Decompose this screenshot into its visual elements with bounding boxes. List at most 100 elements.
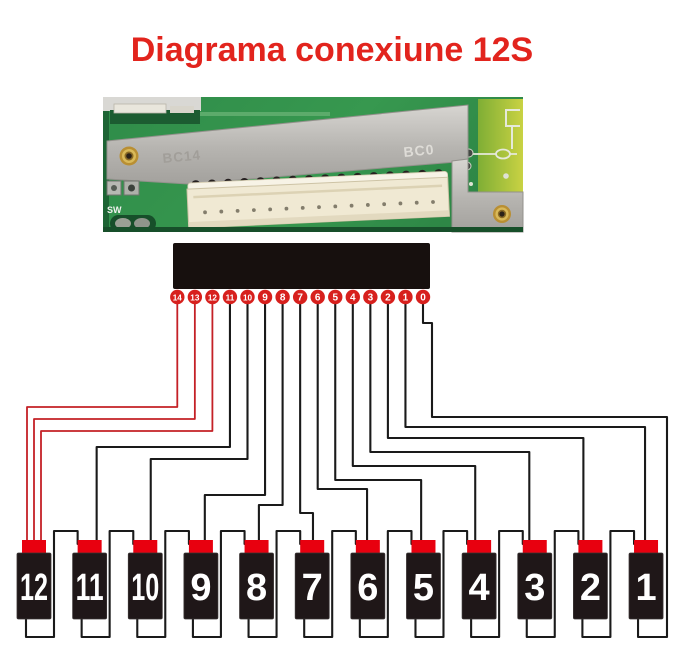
via-dot	[469, 182, 473, 186]
battery-5: 5	[406, 540, 441, 620]
pcb-component-bar	[110, 110, 200, 124]
battery-label: 1	[635, 567, 656, 609]
screw-hole-right	[493, 205, 511, 223]
pin-6: 6	[310, 289, 325, 305]
battery-positive-terminal	[411, 540, 436, 554]
wire	[303, 529, 357, 639]
pin-label: 10	[243, 293, 253, 302]
wire	[80, 529, 135, 639]
battery-label: 7	[302, 567, 323, 609]
shield-label-bc0: BC0	[403, 141, 435, 160]
battery-label: 3	[524, 567, 545, 609]
battery-body	[239, 552, 274, 620]
pin-label: 11	[226, 293, 235, 302]
pin-4: 4	[345, 289, 360, 305]
battery-body	[628, 552, 664, 620]
oval-slot-blob	[115, 218, 131, 229]
pin-label: 5	[332, 292, 338, 303]
pcb-trace-squiggle	[505, 109, 520, 149]
battery-positive-terminal	[188, 540, 213, 554]
battery-body	[183, 552, 219, 620]
switch-label: SW	[107, 205, 122, 215]
pin-label: 13	[190, 293, 200, 302]
pin-12: 12	[205, 289, 220, 305]
battery-positive-terminal	[133, 540, 158, 554]
battery-positive-terminal	[522, 540, 547, 554]
wire	[470, 529, 524, 639]
battery-label: 2	[580, 567, 601, 609]
wire	[421, 298, 669, 639]
battery-label: 12	[20, 567, 48, 609]
connector-pin-dots	[203, 200, 435, 215]
battery-positive-terminal	[467, 540, 492, 554]
pin-label: 0	[420, 292, 426, 303]
battery-body	[127, 552, 163, 620]
pad-hole	[111, 185, 117, 191]
battery-12: 12	[16, 540, 52, 620]
pcb-photo: BC14 BC0	[103, 97, 524, 233]
connector-block	[173, 243, 430, 289]
wire	[386, 298, 585, 546]
pcb-yellow-zone	[478, 99, 523, 192]
wire	[247, 529, 302, 639]
battery-body	[461, 552, 497, 620]
wire	[40, 299, 214, 545]
battery-6: 6	[350, 540, 386, 620]
wire	[404, 298, 647, 546]
battery-positive-terminal	[244, 540, 269, 554]
oval-slot-blob	[134, 218, 150, 229]
metal-shield	[106, 104, 469, 185]
wire	[26, 299, 179, 545]
battery-label: 6	[357, 567, 378, 609]
pin-label: 6	[315, 292, 321, 303]
wire	[358, 529, 413, 639]
page-title: Diagrama conexiune 12S	[131, 31, 534, 69]
shield-label-bc14: BC14	[162, 147, 202, 166]
pad-hole	[128, 184, 135, 192]
battery-positive-terminal	[77, 540, 102, 554]
pin-1: 1	[398, 289, 413, 305]
screw-hole-left	[119, 146, 139, 166]
pcb-trace	[200, 112, 330, 116]
battery-label: 4	[469, 567, 490, 609]
battery-positive-terminal	[634, 540, 659, 554]
pin-label: 9	[262, 292, 268, 303]
wire	[299, 298, 315, 546]
pin-label: 8	[280, 292, 286, 303]
battery-label: 8	[246, 567, 267, 609]
pin-0: 0	[415, 289, 431, 305]
battery-body	[72, 552, 108, 620]
wire	[581, 529, 636, 639]
battery-positive-terminal	[22, 540, 46, 554]
battery-11: 11	[72, 540, 108, 620]
battery-body	[350, 552, 386, 620]
battery-body	[573, 552, 608, 620]
pin-14: 14	[170, 289, 185, 305]
pin-5: 5	[328, 289, 343, 305]
pin-label: 1	[403, 292, 409, 303]
pin-label: 12	[208, 293, 218, 302]
pin-label: 2	[385, 292, 391, 303]
pin-2: 2	[380, 289, 396, 305]
pin-8: 8	[275, 289, 290, 305]
battery-label: 10	[131, 567, 159, 609]
battery-label: 9	[190, 567, 211, 609]
pin-label: 14	[173, 293, 183, 302]
battery-body	[294, 552, 330, 620]
battery-positive-terminal	[578, 540, 603, 554]
battery-positive-terminal	[300, 540, 325, 554]
battery-label: 11	[76, 567, 104, 609]
wire	[334, 298, 423, 546]
battery-body	[16, 552, 52, 620]
wire	[136, 529, 190, 639]
wires-layer	[24, 298, 669, 639]
wire	[191, 529, 246, 639]
battery-9: 9	[183, 540, 219, 620]
pin-11: 11	[222, 289, 238, 305]
battery-body	[406, 552, 441, 620]
wire	[414, 529, 469, 639]
battery-8: 8	[239, 540, 274, 620]
